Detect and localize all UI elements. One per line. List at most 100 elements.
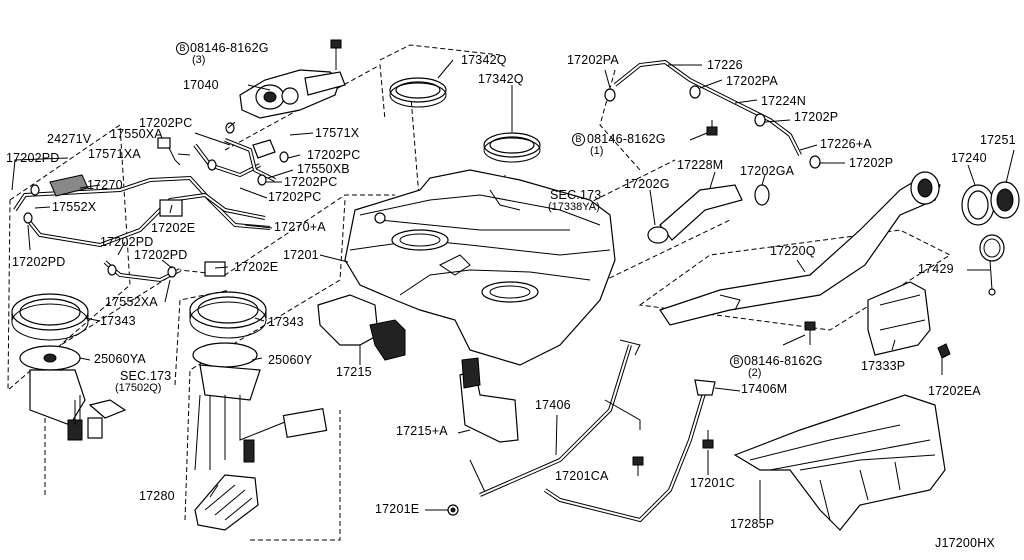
dashed-leader-filler [594,219,731,286]
label-17202PD-d: 17202PD [12,255,66,269]
label-17333P: 17333P [861,359,906,373]
seal-ring-2 [483,132,541,163]
label-17406: 17406 [535,398,571,412]
label-24271V: 24271V [47,132,92,146]
dashed-outline-filler [638,229,952,331]
label-17270A: 17270+A [274,220,326,234]
label-17201: 17201 [283,248,319,262]
label-17270: 17270 [87,178,123,192]
label-sec173-a-ref: (17338YA) [548,201,600,213]
label-bolt-mid-qty: (1) [590,145,604,157]
label-17202PA-a: 17202PA [567,53,619,67]
label-17202PD-b: 17202PD [100,235,154,249]
bolts [447,321,816,516]
label-17202P-b: 17202P [849,156,894,170]
label-17202EA: 17202EA [928,384,981,398]
fuel-tank [344,169,616,366]
label-17220Q: 17220Q [770,244,816,258]
label-17228M: 17228M [677,158,724,172]
label-17202PC-c: 17202PC [284,175,338,189]
label-17202PD-c: 17202PD [134,248,188,262]
label-17240: 17240 [951,151,987,165]
label-17040: 17040 [183,78,219,92]
label-sec173-b: SEC.173 [120,369,172,383]
vent-hoses [604,59,821,169]
lock-ring-left [11,293,89,341]
dashed-outline-top-left [224,64,386,151]
cap-tether-17429 [979,234,1005,296]
label-17406M: 17406M [741,382,788,396]
dashed-leader-vent [599,69,641,171]
bolt-symbol-low: B [730,355,743,368]
label-17201C: 17201C [690,476,735,490]
label-25060YA: 25060YA [94,352,146,366]
diagram-id: J17200HX [935,536,995,550]
label-25060Y: 25060Y [268,353,313,367]
label-17202E-a: 17202E [151,221,196,235]
label-17202PD-a: 17202PD [6,151,60,165]
label-17226A: 17226+A [820,137,872,151]
label-17201CA: 17201CA [555,469,609,483]
label-17202GA: 17202GA [740,164,795,178]
label-17280: 17280 [139,489,175,503]
dashed-outline-pump-base [250,410,341,541]
dashed-outline-left [7,124,131,392]
label-17342Q-a: 17342Q [461,53,507,67]
filler-protector [867,281,951,359]
lock-ring-right [189,291,267,339]
leader-lines [11,59,1015,520]
dashed-leader-ring [409,84,421,211]
label-17550XB: 17550XB [297,162,350,176]
label-bolt-top: 08146-8162G [190,41,269,55]
filler-neck-ring [961,184,995,226]
strainer-17280 [194,474,259,531]
heat-shield [733,394,946,531]
label-17552XA: 17552XA [105,295,158,309]
bolt-symbol-top: B [176,42,189,55]
fuel-pump-left [19,345,127,441]
label-17215: 17215 [336,365,372,379]
label-bolt-top-qty: (3) [192,54,206,66]
bracket-17215 [317,294,406,361]
label-17571X: 17571X [315,126,360,140]
label-17202E-b: 17202E [234,260,279,274]
label-17342Q-b: 17342Q [478,72,524,86]
label-17552X: 17552X [52,200,97,214]
label-17202PC-b: 17202PC [307,148,361,162]
label-17224N: 17224N [761,94,806,108]
fuel-cap [990,181,1020,219]
bolt-symbol-mid: B [572,133,585,146]
fuel-filter-assembly [239,39,346,119]
dashed-outline-ring-top [379,44,501,61]
label-bolt-low-qty: (2) [748,367,762,379]
label-17201E: 17201E [375,502,420,516]
dashed-outline-pump-right [184,199,346,521]
label-17550XA: 17550XA [110,127,163,141]
label-17202PA-b: 17202PA [726,74,778,88]
label-17202G: 17202G [624,177,670,191]
label-17343-b: 17343 [268,315,304,329]
label-17285P: 17285P [730,517,775,531]
label-bolt-mid: 08146-8162G [587,132,666,146]
tank-strap-17406M [543,379,716,523]
label-17251: 17251 [980,133,1016,147]
label-17202PC-d: 17202PC [268,190,322,204]
label-bolt-low: 08146-8162G [744,354,823,368]
label-17202P-a: 17202P [794,110,839,124]
label-17226: 17226 [707,58,743,72]
seal-ring-1 [389,77,447,108]
label-17202PC-a: 17202PC [139,116,193,130]
tank-strap-17406 [469,339,641,497]
label-sec173-a: SEC.173 [550,188,602,202]
label-17343-a: 17343 [100,314,136,328]
fuel-pump-right [192,342,328,471]
label-17215A: 17215+A [396,424,448,438]
dashed-leader-pump [174,289,231,386]
bracket-17215A [459,357,519,443]
filler-hose [647,184,770,244]
label-17571XA: 17571XA [88,147,141,161]
label-sec173-b-ref: (17502Q) [115,382,162,394]
label-tag-24271V [49,174,89,197]
